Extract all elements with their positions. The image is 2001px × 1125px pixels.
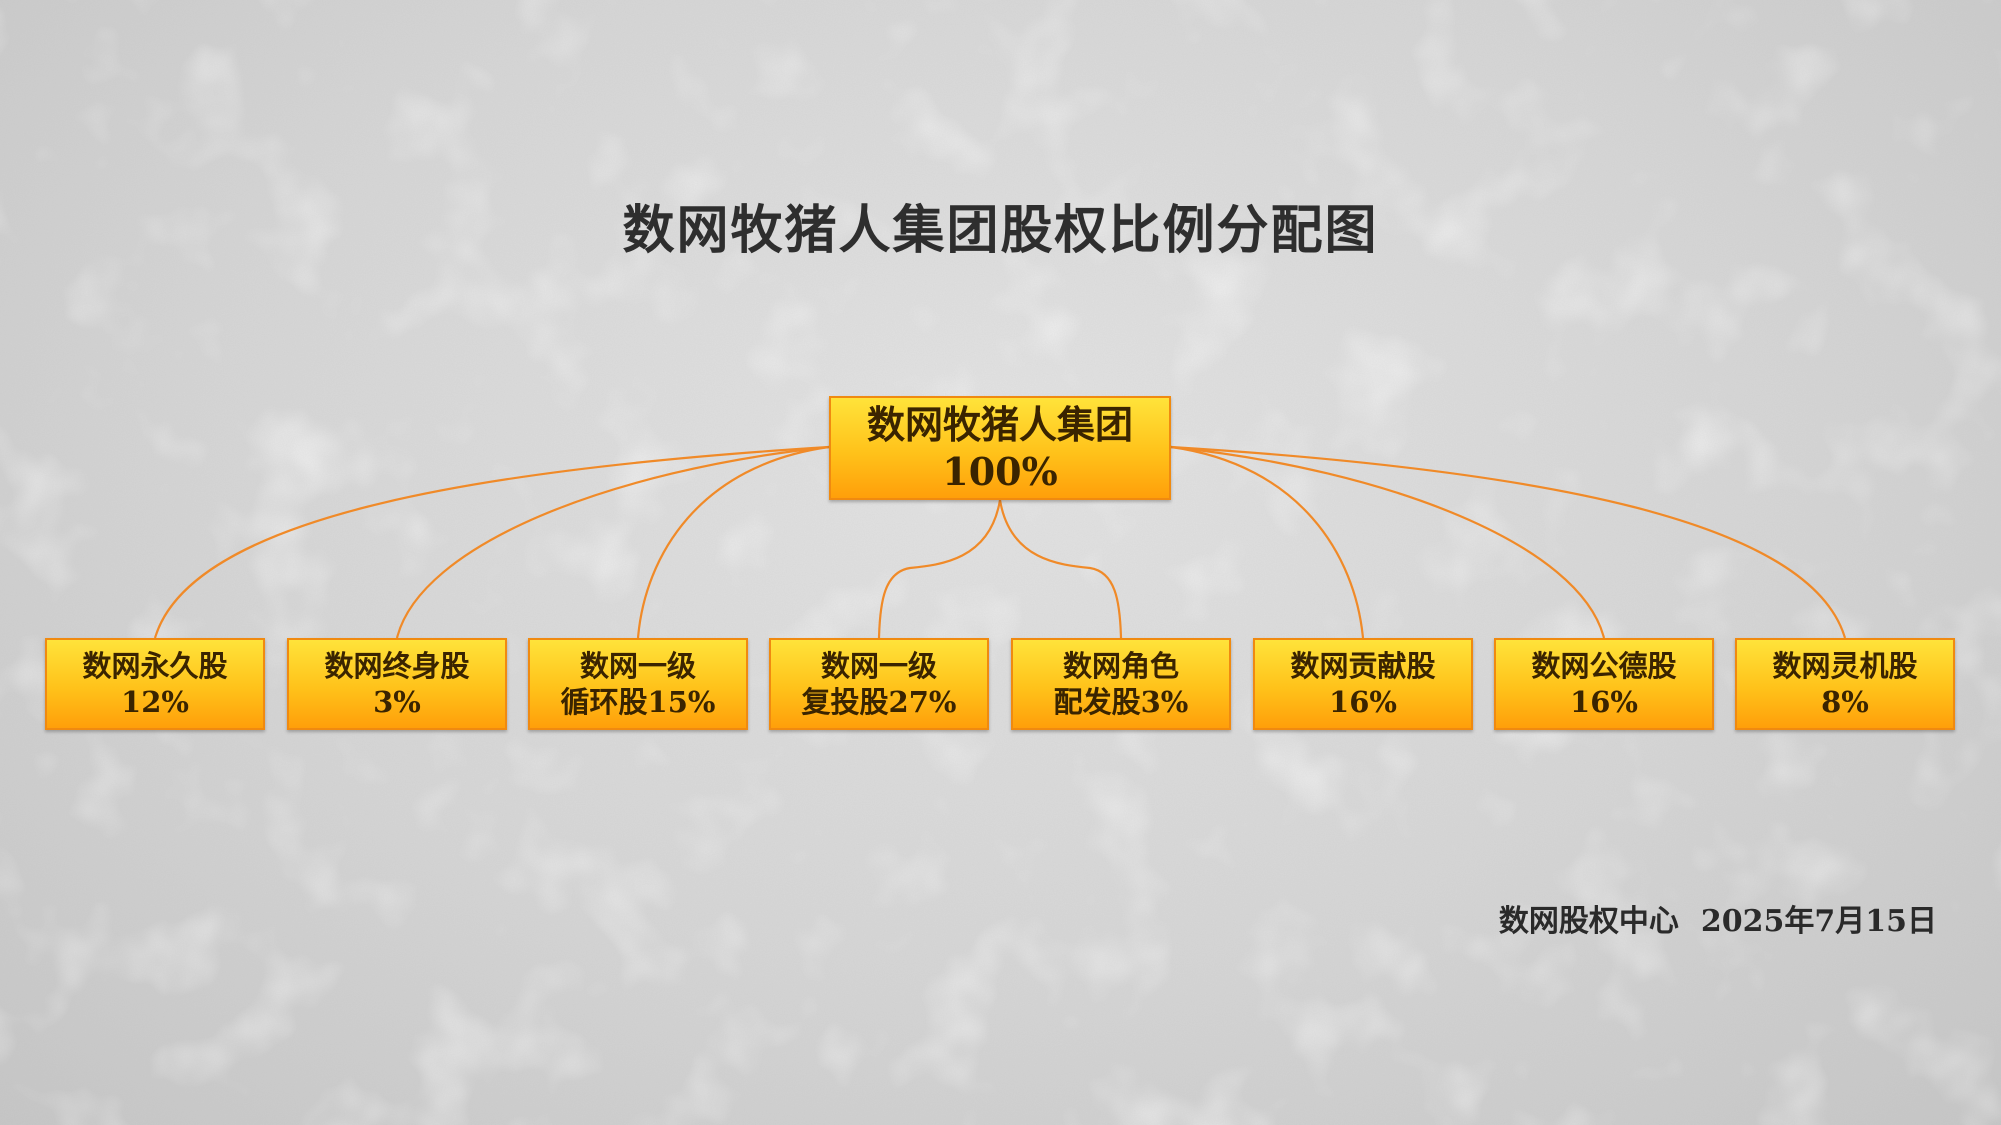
child-node-agility: 数网灵机股 8% <box>1735 638 1955 730</box>
child-node-permanent: 数网永久股 12% <box>45 638 265 730</box>
child-value: 3% <box>373 685 421 719</box>
connector-to-child-8 <box>1170 445 1847 639</box>
connector-to-child-1 <box>153 445 830 639</box>
child-label: 数网一级 <box>579 648 696 683</box>
connector-to-child-7 <box>1170 445 1606 639</box>
child-label: 数网永久股 <box>82 648 228 683</box>
child-label: 数网角色 <box>1062 648 1179 683</box>
connector-to-child-2 <box>395 445 830 639</box>
child-value: 8% <box>1821 685 1869 719</box>
child-label: 数网贡献股 <box>1290 648 1436 683</box>
footer-org: 数网股权中心 <box>1498 904 1679 939</box>
child-value: 循环股15% <box>560 685 716 719</box>
child-node-role: 数网角色 配发股3% <box>1011 638 1231 730</box>
root-value: 100% <box>942 449 1058 494</box>
child-value: 16% <box>1570 685 1638 719</box>
root-name: 数网牧猪人集团 <box>866 401 1133 447</box>
child-label: 数网终身股 <box>324 648 470 683</box>
child-node-virtue: 数网公德股 16% <box>1494 638 1714 730</box>
connector-to-child-3 <box>636 445 830 639</box>
child-node-lifetime: 数网终身股 3% <box>287 638 507 730</box>
diagram-title: 数网牧猪人集团股权比例分配图 <box>622 201 1379 261</box>
connector-to-child-5 <box>998 499 1123 639</box>
footer-signature: 数网股权中心 2025年7月15日 <box>1499 896 1937 940</box>
child-value: 配发股3% <box>1053 685 1189 719</box>
child-label: 数网公德股 <box>1531 648 1677 683</box>
connector-to-child-6 <box>1170 445 1365 639</box>
connector-to-child-4 <box>877 499 1002 639</box>
root-node: 数网牧猪人集团 100% <box>829 396 1171 500</box>
child-node-reinvest: 数网一级 复投股27% <box>769 638 989 730</box>
child-node-contribution: 数网贡献股 16% <box>1253 638 1473 730</box>
child-value: 复投股27% <box>801 685 957 719</box>
child-label: 数网灵机股 <box>1772 648 1918 683</box>
child-value: 16% <box>1329 685 1397 719</box>
child-value: 12% <box>121 685 189 719</box>
child-label: 数网一级 <box>820 648 937 683</box>
footer-date: 2025年7月15日 <box>1700 904 1937 939</box>
child-node-cycle: 数网一级 循环股15% <box>528 638 748 730</box>
